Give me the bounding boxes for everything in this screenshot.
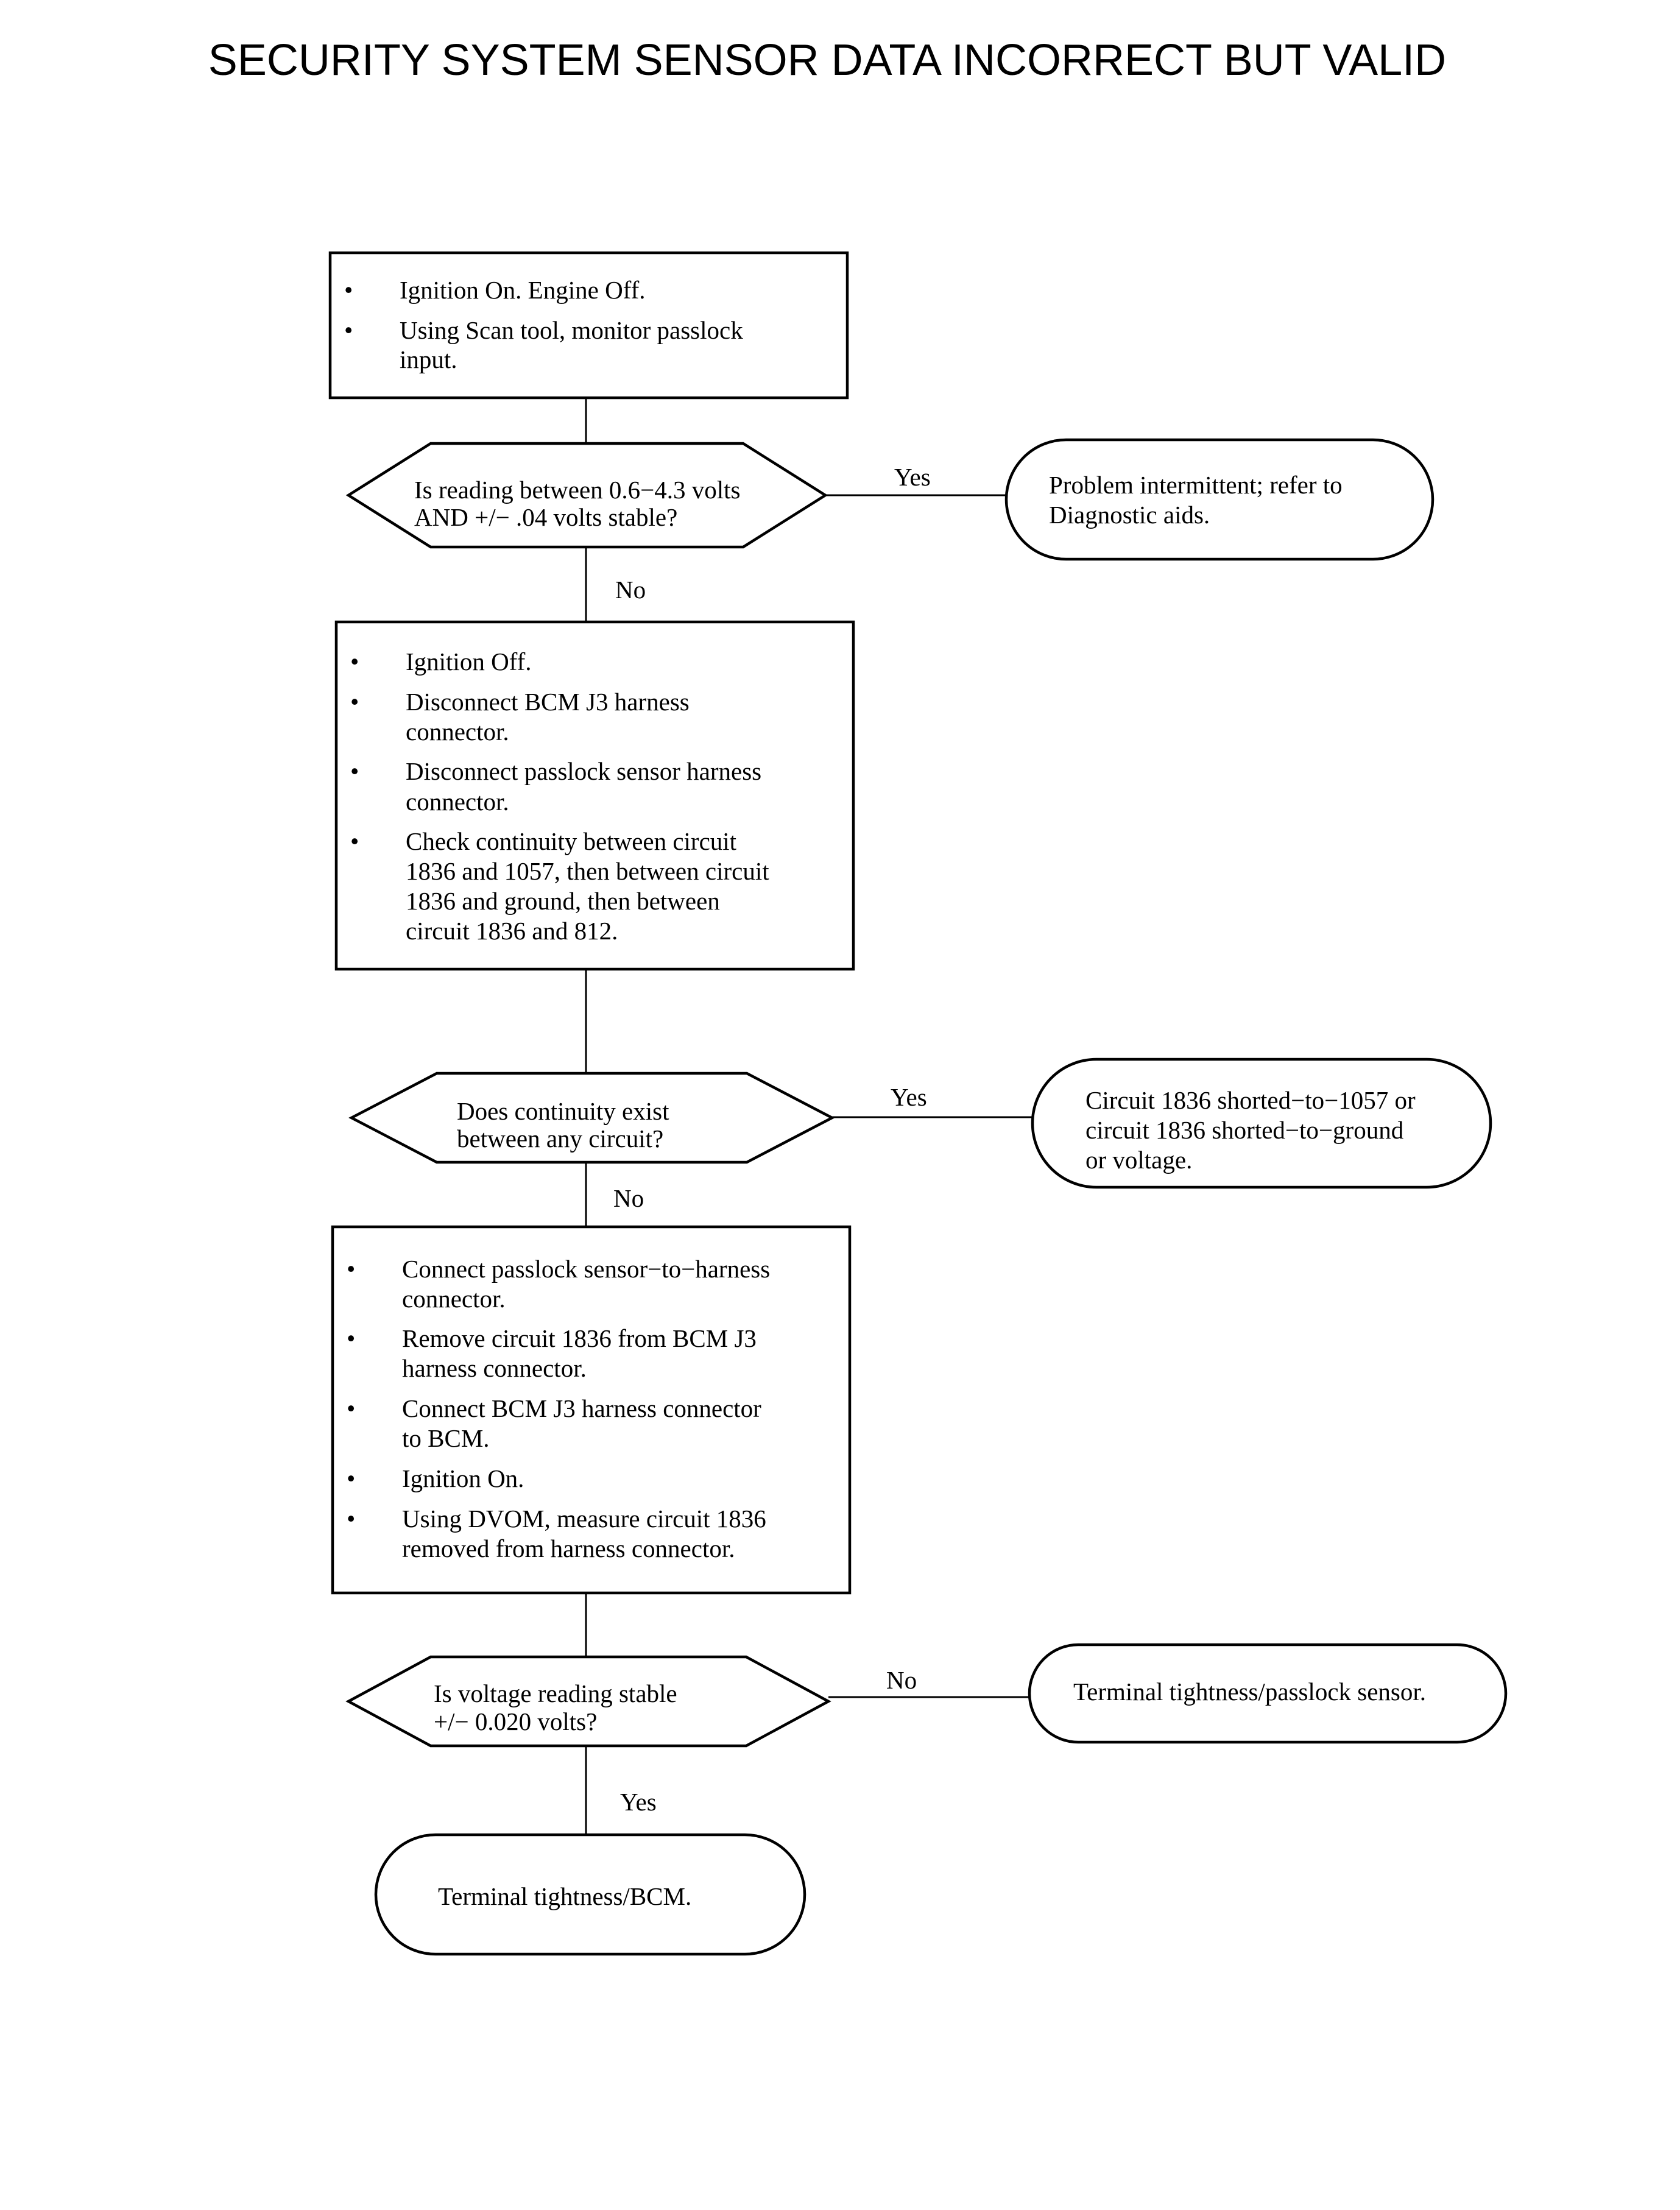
- bullet-marker: •: [350, 827, 359, 855]
- step-2-bullet-4-line-1: Check continuity between circuit: [406, 827, 737, 855]
- decision-1-line-2: AND +/− .04 volts stable?: [414, 503, 677, 531]
- decision-3: Is voltage reading stable +/− 0.020 volt…: [345, 1655, 831, 1748]
- step-2-bullet-3-line-1: Disconnect passlock sensor harness: [406, 757, 761, 785]
- bullet-marker: •: [350, 757, 359, 785]
- bullet-marker: •: [344, 276, 353, 304]
- bullet-marker: •: [344, 316, 353, 344]
- step-3-bullet-4: Ignition On.: [402, 1464, 524, 1492]
- result-2-line-2: circuit 1836 shorted−to−ground: [1085, 1116, 1403, 1144]
- step-3-bullet-3-line-2: to BCM.: [402, 1424, 490, 1452]
- connectors: [585, 398, 1032, 1835]
- decision-1-line-1: Is reading between 0.6−4.3 volts: [414, 476, 741, 504]
- step-2-bullet-2-line-1: Disconnect BCM J3 harness: [406, 688, 690, 716]
- page-title: SECURITY SYSTEM SENSOR DATA INCORRECT BU…: [208, 36, 1446, 85]
- step-3-bullet-3-line-1: Connect BCM J3 harness connector: [402, 1394, 761, 1422]
- result-4-text: Terminal tightness/BCM.: [438, 1882, 691, 1910]
- step-3-bullet-1-line-1: Connect passlock sensor−to−harness: [402, 1255, 770, 1283]
- result-2-terminal: Circuit 1836 shorted−to−1057 or circuit …: [1031, 1057, 1492, 1189]
- bullet-marker: •: [350, 688, 359, 716]
- step-1-bullet-1: Ignition On. Engine Off.: [400, 276, 646, 304]
- decision-3-no-label: No: [886, 1666, 917, 1694]
- bullet-marker: •: [347, 1255, 355, 1283]
- result-2-line-1: Circuit 1836 shorted−to−1057 or: [1085, 1086, 1416, 1114]
- result-2-line-3: or voltage.: [1085, 1146, 1192, 1174]
- step-1-box: • Ignition On. Engine Off. • Using Scan …: [328, 251, 849, 400]
- step-3-box: • Connect passlock sensor−to−harness con…: [331, 1225, 852, 1595]
- decision-1: Is reading between 0.6−4.3 volts AND +/−…: [345, 442, 828, 549]
- step-3-bullet-2-line-2: harness connector.: [402, 1354, 587, 1382]
- step-2-bullet-4-line-4: circuit 1836 and 812.: [406, 917, 618, 945]
- result-4-terminal: Terminal tightness/BCM.: [374, 1833, 806, 1956]
- step-2-bullet-4-line-3: 1836 and ground, then between: [406, 887, 720, 915]
- result-3-terminal: Terminal tightness/passlock sensor.: [1028, 1643, 1508, 1744]
- step-2-box: • Ignition Off. • Disconnect BCM J3 harn…: [334, 620, 855, 971]
- bullet-marker: •: [350, 648, 359, 676]
- bullet-marker: •: [347, 1464, 355, 1492]
- step-1-bullet-2-line-2: input.: [400, 345, 457, 373]
- decision-3-line-2: +/− 0.020 volts?: [434, 1707, 597, 1735]
- step-3-bullet-2-line-1: Remove circuit 1836 from BCM J3: [402, 1324, 757, 1352]
- decision-1-no-label: No: [615, 576, 646, 604]
- bullet-marker: •: [347, 1324, 355, 1352]
- result-1-terminal: Problem intermittent; refer to Diagnosti…: [1004, 438, 1435, 561]
- result-3-text: Terminal tightness/passlock sensor.: [1073, 1678, 1426, 1706]
- step-3-bullet-5-line-2: removed from harness connector.: [402, 1534, 735, 1562]
- bullet-marker: •: [347, 1394, 355, 1422]
- step-3-bullet-1-line-2: connector.: [402, 1285, 506, 1313]
- decision-2-line-1: Does continuity exist: [457, 1097, 669, 1125]
- step-1-bullet-2-line-1: Using Scan tool, monitor passlock: [400, 316, 743, 344]
- decision-2: Does continuity exist between any circui…: [348, 1071, 835, 1164]
- result-1-line-1: Problem intermittent; refer to: [1049, 471, 1343, 499]
- bullet-marker: •: [347, 1505, 355, 1533]
- step-2-bullet-2-line-2: connector.: [406, 718, 509, 746]
- step-2-bullet-3-line-2: connector.: [406, 788, 509, 816]
- step-2-bullet-1: Ignition Off.: [406, 648, 532, 676]
- step-2-bullet-4-line-2: 1836 and 1057, then between circuit: [406, 857, 769, 885]
- step-3-bullet-5-line-1: Using DVOM, measure circuit 1836: [402, 1505, 766, 1533]
- decision-3-line-1: Is voltage reading stable: [434, 1679, 677, 1707]
- decision-2-yes-label: Yes: [891, 1083, 927, 1111]
- decision-2-no-label: No: [613, 1184, 644, 1212]
- decision-2-line-2: between any circuit?: [457, 1124, 663, 1153]
- decision-3-yes-label: Yes: [620, 1788, 657, 1816]
- decision-1-yes-label: Yes: [894, 463, 931, 491]
- result-1-line-2: Diagnostic aids.: [1049, 501, 1210, 529]
